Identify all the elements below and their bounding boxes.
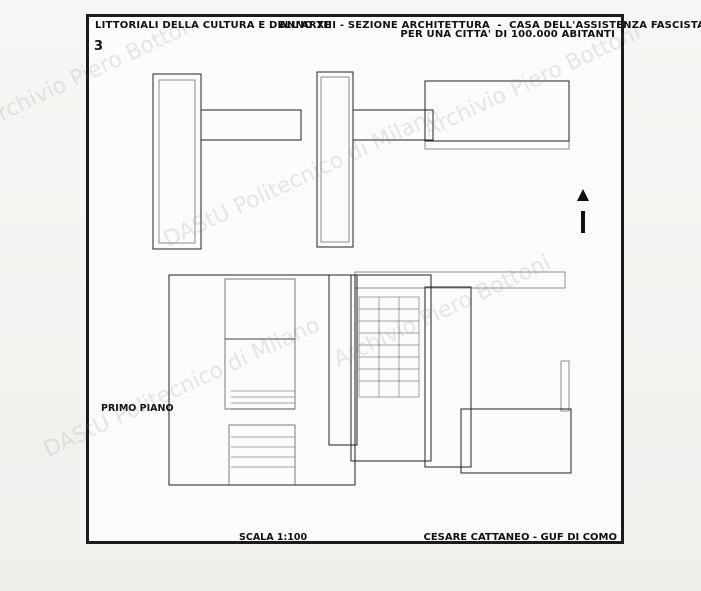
author-label: CESARE CATTANEO - GUF DI COMO <box>423 532 617 543</box>
lower-center-hall <box>350 274 432 462</box>
header-title-left: LITTORIALI DELLA CULTURA E DELL'ARTE <box>95 20 331 31</box>
upper-right-wing <box>424 80 570 142</box>
lower-stair-core <box>328 274 358 446</box>
scale-label: SCALA 1:100 <box>239 532 308 543</box>
lower-right-wing <box>460 408 572 474</box>
upper-corridor-right <box>353 109 434 141</box>
north-arrow-icon <box>577 189 589 201</box>
upper-left-wing <box>152 73 202 250</box>
sheet-number: 3 <box>94 39 104 54</box>
lower-right-block <box>424 286 472 468</box>
header-title-right: PER UNA CITTA' DI 100.000 ABITANTI <box>400 29 615 40</box>
upper-corridor-left <box>201 109 302 141</box>
upper-center-block <box>316 71 354 248</box>
floor-label: PRIMO PIANO <box>101 403 174 414</box>
header-title-center: ANNO XIII - SEZIONE ARCHITETTURA - CASA … <box>279 20 701 31</box>
lower-left-block <box>168 274 356 486</box>
drawing-board: LITTORIALI DELLA CULTURA E DELL'ARTE ANN… <box>86 14 701 544</box>
floor-plan-drawing <box>152 71 589 486</box>
